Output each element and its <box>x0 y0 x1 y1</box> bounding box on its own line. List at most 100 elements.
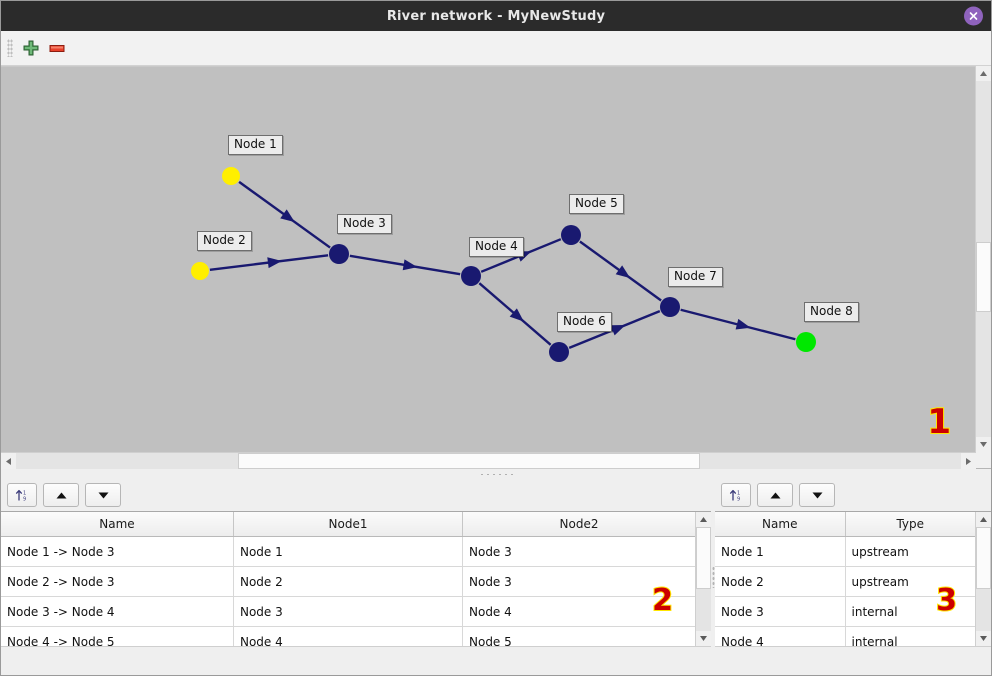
nodes-move-down-button[interactable] <box>799 483 835 507</box>
reaches-cell-0-2[interactable]: Node 3 <box>462 536 695 567</box>
add-node-button[interactable] <box>18 35 44 61</box>
graph-node-n5[interactable] <box>561 225 581 245</box>
graph-node-label-n6[interactable]: Node 6 <box>557 312 612 332</box>
graph-node-label-n3[interactable]: Node 3 <box>337 214 392 234</box>
nodes-column-header-1[interactable]: Type <box>845 512 975 537</box>
graph-node-label-n2[interactable]: Node 2 <box>197 231 252 251</box>
edge-arrow-n3-n4 <box>402 259 418 271</box>
scroll-up-arrow[interactable] <box>976 66 991 81</box>
scroll-left-arrow[interactable] <box>1 453 16 469</box>
graph-hscroll-thumb[interactable] <box>238 453 700 469</box>
graph-vscroll-thumb[interactable] <box>976 242 991 312</box>
scroll-down-arrow[interactable] <box>976 437 991 452</box>
bottom-panels: 1 9 <box>1 479 991 675</box>
reaches-column-header-0[interactable]: Name <box>1 512 234 537</box>
reaches-vscroll-thumb[interactable] <box>696 527 711 589</box>
graph-scroll-container: Node 1 Node 2 Node 3 Node 4 Node 5 Node 6 Node… <box>1 66 991 452</box>
graph-node-n7[interactable] <box>660 297 680 317</box>
graph-node-label-n1[interactable]: Node 1 <box>228 135 283 155</box>
delete-node-button[interactable] <box>44 35 70 61</box>
reaches-cell-2-2[interactable]: Node 4 <box>462 596 695 627</box>
reaches-cell-3-0[interactable]: Node 4 -> Node 5 <box>1 626 234 646</box>
nodes-column-header-0[interactable]: Name <box>715 512 846 537</box>
scrollbar-corner <box>976 452 991 468</box>
add-icon <box>23 40 39 56</box>
reaches-panel-footer <box>1 647 711 675</box>
reaches-vertical-scrollbar[interactable] <box>695 512 711 646</box>
reaches-cell-3-2[interactable]: Node 5 <box>462 626 695 646</box>
nodes-panel: 1 9 <box>715 479 991 675</box>
graph-node-label-n5[interactable]: Node 5 <box>569 194 624 214</box>
nodes-scroll-up-arrow[interactable] <box>976 512 991 527</box>
graph-horizontal-scrollbar[interactable] <box>1 452 976 469</box>
reaches-column-header-2[interactable]: Node2 <box>462 512 695 537</box>
delete-icon <box>49 45 65 52</box>
graph-node-n6[interactable] <box>549 342 569 362</box>
reaches-sort-button[interactable]: 1 9 <box>7 483 37 507</box>
graph-node-n8[interactable] <box>796 332 816 352</box>
graph-vertical-scrollbar[interactable] <box>975 66 991 452</box>
svg-text:1: 1 <box>737 490 740 496</box>
graph-node-label-n8[interactable]: Node 8 <box>804 302 859 322</box>
graph-node-label-n4[interactable]: Node 4 <box>469 237 524 257</box>
reaches-cell-2-0[interactable]: Node 3 -> Node 4 <box>1 596 234 627</box>
nodes-cell-1-1[interactable]: upstream <box>845 566 975 597</box>
reaches-scroll-up-arrow[interactable] <box>696 512 711 527</box>
nodes-vscroll-thumb[interactable] <box>976 527 991 589</box>
nodes-cell-3-0[interactable]: Node 4 <box>715 626 846 646</box>
nodes-cell-0-0[interactable]: Node 1 <box>715 536 846 567</box>
nodes-scroll-down-arrow[interactable] <box>976 631 991 646</box>
nodes-sort-button[interactable]: 1 9 <box>721 483 751 507</box>
reaches-cell-0-0[interactable]: Node 1 -> Node 3 <box>1 536 234 567</box>
reaches-scroll-down-arrow[interactable] <box>696 631 711 646</box>
reaches-cell-3-1[interactable]: Node 4 <box>233 626 464 646</box>
graph-horizontal-scrollbar-row <box>1 452 991 469</box>
graph-node-n1[interactable] <box>222 167 240 185</box>
edges-layer <box>209 180 796 349</box>
graph-node-n2[interactable] <box>191 262 209 280</box>
nodes-cell-2-1[interactable]: internal <box>845 596 975 627</box>
splitter-grip <box>479 472 513 476</box>
main-toolbar <box>1 31 991 66</box>
nodes-move-up-button[interactable] <box>757 483 793 507</box>
graph-node-n3[interactable] <box>329 244 349 264</box>
reaches-move-down-button[interactable] <box>85 483 121 507</box>
horizontal-splitter[interactable] <box>1 468 991 479</box>
reaches-cell-0-1[interactable]: Node 1 <box>233 536 464 567</box>
move-down-icon <box>812 492 822 498</box>
nodes-cell-2-0[interactable]: Node 3 <box>715 596 846 627</box>
reaches-cell-1-2[interactable]: Node 3 <box>462 566 695 597</box>
scroll-right-arrow[interactable] <box>961 453 976 469</box>
nodes-cell-1-0[interactable]: Node 2 <box>715 566 846 597</box>
move-up-icon <box>770 492 780 498</box>
graph-node-n4[interactable] <box>461 266 481 286</box>
graph-node-label-n7[interactable]: Node 7 <box>668 267 723 287</box>
toolbar-grip[interactable] <box>7 39 13 57</box>
nodes-cell-3-1[interactable]: internal <box>845 626 975 646</box>
edge-arrow-n7-n8 <box>735 318 751 330</box>
move-up-icon <box>56 492 66 498</box>
close-icon[interactable] <box>964 6 983 26</box>
reaches-move-up-button[interactable] <box>43 483 79 507</box>
vertical-splitter[interactable] <box>711 479 715 675</box>
reaches-cell-2-1[interactable]: Node 3 <box>233 596 464 627</box>
edge-arrow-n4-n6 <box>509 308 524 322</box>
reaches-cell-1-0[interactable]: Node 2 -> Node 3 <box>1 566 234 597</box>
reaches-column-header-1[interactable]: Node1 <box>233 512 464 537</box>
nodes-vertical-scrollbar[interactable] <box>975 512 991 646</box>
river-network-canvas[interactable]: Node 1 Node 2 Node 3 Node 4 Node 5 Node 6 Node… <box>1 66 975 452</box>
reaches-cell-1-1[interactable]: Node 2 <box>233 566 464 597</box>
nodes-cell-0-1[interactable]: upstream <box>845 536 975 567</box>
